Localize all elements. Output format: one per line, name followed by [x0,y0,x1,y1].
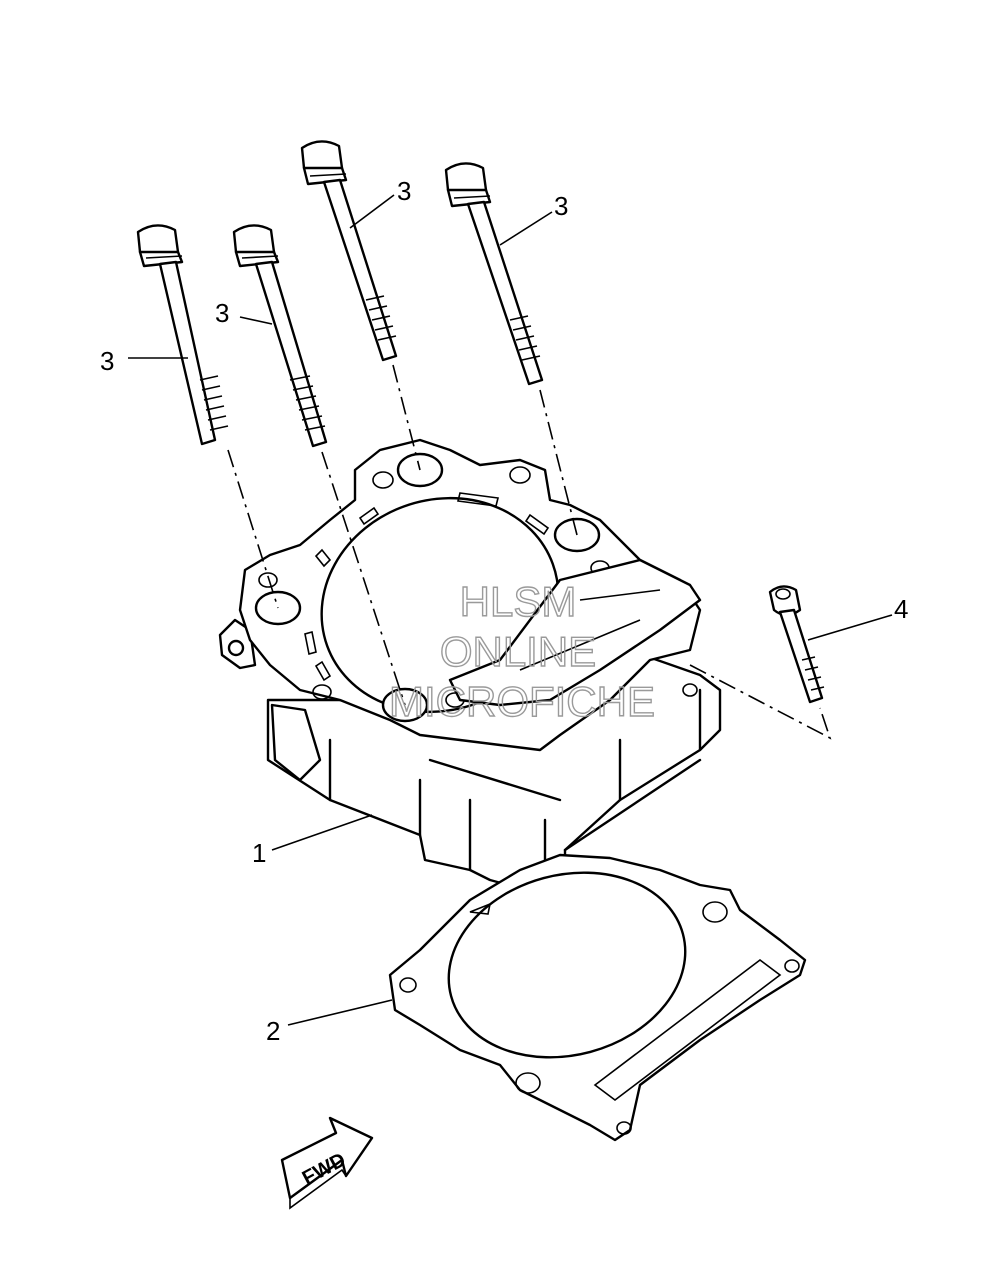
cylinder-block [218,438,722,897]
callout-1: 1 [252,838,266,868]
callout-2: 2 [266,1016,280,1046]
callout-3-a: 3 [100,346,114,376]
callout-3-b: 3 [215,298,229,328]
callout-3-d: 3 [554,191,568,221]
forward-direction-arrow: FWD [280,1116,374,1210]
assembly-center-lines [227,364,832,740]
watermark-line-1: HLSM [460,578,577,625]
cylinder-base-gasket [388,853,807,1142]
callout-4: 4 [894,594,908,624]
head-bolt-3 [300,140,398,362]
small-bolt [768,585,825,704]
head-bolt-4 [444,162,544,386]
watermark-line-2: ONLINE [440,628,596,675]
leader-lines [128,194,893,1026]
watermark-line-3: MICROFICHE [389,678,655,725]
callout-3-c: 3 [397,176,411,206]
watermark: HLSM ONLINE MICROFICHE [388,577,655,725]
head-bolt-2 [232,224,328,448]
head-bolt-1 [136,224,229,446]
